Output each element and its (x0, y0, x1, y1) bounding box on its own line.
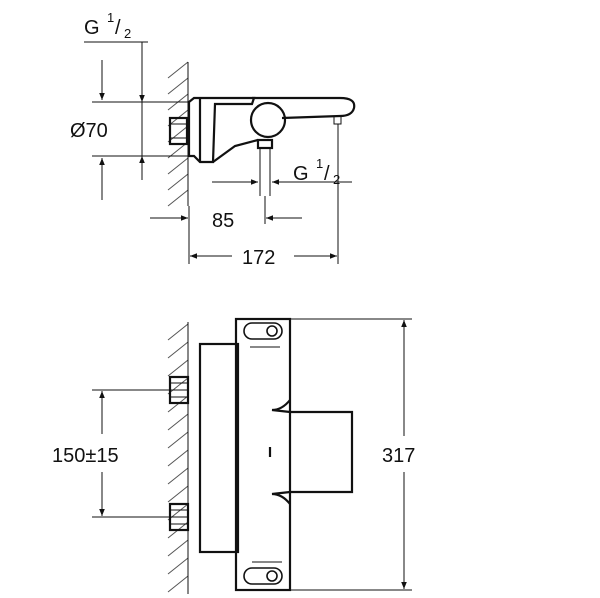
wall-hatching-bottom (167, 322, 189, 594)
top-thread-label: G 1 / 2 (84, 10, 148, 180)
mixer-body-side (187, 96, 356, 196)
connection-nut-side (168, 116, 189, 146)
dimension-height: 317 (290, 318, 415, 591)
dim-height-label: 317 (382, 445, 415, 467)
top-thread-den: 2 (124, 26, 131, 41)
dimension-172: 172 (188, 124, 339, 269)
dimension-85: 85 (150, 196, 302, 232)
top-thread-slash: / (115, 17, 121, 39)
top-thread-num: 1 (107, 10, 114, 25)
outlet-thread-slash: / (324, 163, 330, 185)
outlet-thread-num: 1 (316, 156, 323, 171)
outlet-thread-label: G 1 / 2 (212, 156, 352, 187)
dim-172-label: 172 (242, 247, 275, 269)
dim-85-label: 85 (212, 210, 234, 232)
dimension-spacing: 150±15 (52, 389, 188, 518)
dim-spacing-label: 150±15 (52, 445, 119, 467)
outlet-thread-den: 2 (333, 172, 340, 187)
side-view: G 1 / 2 Ø70 G 1 / 2 (70, 10, 356, 269)
outlet-thread-main: G (293, 163, 309, 185)
mixer-body-front (198, 317, 354, 592)
diameter-dimension: Ø70 (70, 60, 188, 200)
front-view: 150±15 317 (52, 317, 415, 594)
diameter-label: Ø70 (70, 120, 108, 142)
top-thread-main: G (84, 17, 100, 39)
